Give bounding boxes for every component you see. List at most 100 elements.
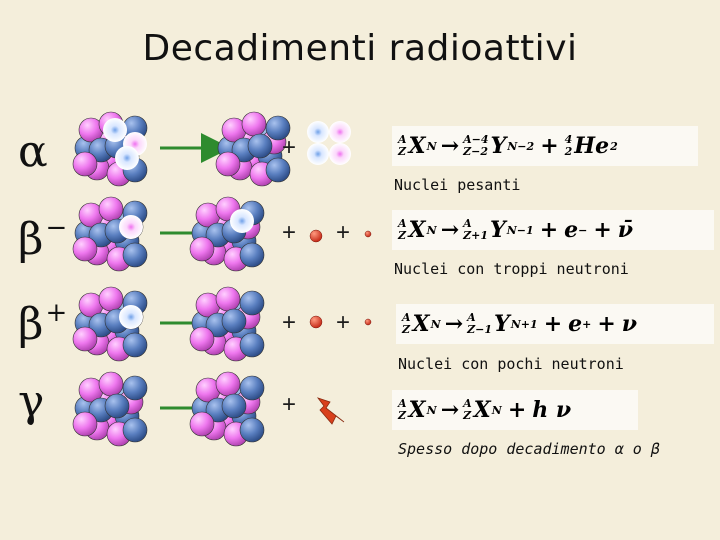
plus-sign: + [282, 309, 297, 336]
daughter-neutrons: N [491, 403, 502, 417]
neutron [104, 393, 130, 419]
neutron [265, 115, 291, 141]
helium-neutrons: 2 [610, 139, 618, 153]
emitting-neutron [103, 118, 127, 142]
gamma-symbol: γ [18, 376, 45, 427]
parent-element: X [408, 217, 426, 243]
proton [72, 236, 98, 262]
plus-sign: + [282, 391, 297, 418]
plus-sign: + [597, 311, 616, 337]
helium-element: He [574, 133, 610, 159]
lightning-icon [316, 397, 345, 425]
parent-element: X [408, 397, 426, 423]
emitting-neutron [230, 209, 254, 233]
beta-plus-caption: Nuclei con pochi neutroni [398, 355, 624, 373]
electron [309, 229, 323, 243]
daughter-nucleus [189, 286, 265, 362]
positron-symbol: e [568, 311, 583, 337]
antineutrino-symbol: ν̄ [617, 217, 634, 243]
neutron [221, 393, 247, 419]
daughter-neutrons: N−2 [507, 139, 535, 153]
excited-nucleus [72, 371, 148, 447]
neutron [239, 242, 265, 268]
neutrino-symbol: ν [621, 311, 638, 337]
photon-energy: h ν [532, 397, 572, 423]
parent-neutrons: N [426, 403, 437, 417]
daughter-element: Y [490, 217, 506, 243]
plus-sign: + [543, 311, 563, 337]
proton [98, 286, 124, 312]
plus-sign: + [507, 397, 527, 423]
daughter-element: Y [494, 311, 510, 337]
neutron [122, 332, 148, 358]
proton [215, 371, 241, 397]
proton [98, 371, 124, 397]
beta-plus-symbol: β+ [18, 298, 68, 350]
daughter-nucleus [215, 111, 291, 187]
electron-charge: − [578, 223, 588, 237]
beta-minus-symbol: β− [18, 213, 68, 265]
neutrino [364, 318, 372, 326]
alpha-particle-nucleon [307, 143, 329, 165]
emitting-neutron [119, 305, 143, 329]
parent-neutrons: N [426, 223, 437, 237]
parent-nucleus [72, 196, 148, 272]
reaction-arrow: → [440, 397, 460, 423]
daughter-element: Y [490, 133, 507, 159]
parent-element: X [412, 311, 430, 337]
page-title: Decadimenti radioattivi [142, 28, 578, 69]
neutron [239, 332, 265, 358]
proton [215, 286, 241, 312]
daughter-nucleus [189, 196, 265, 272]
reaction-arrow: → [440, 217, 460, 243]
alpha-caption: Nuclei pesanti [394, 176, 521, 194]
positron [309, 315, 323, 329]
proton [215, 151, 241, 177]
parent-neutrons: N [426, 139, 437, 153]
proton [189, 236, 215, 262]
neutron [239, 290, 265, 316]
neutron [265, 157, 291, 183]
emitting-neutron [115, 146, 139, 170]
electron-symbol: e [564, 217, 579, 243]
reaction-arrow: → [444, 311, 464, 337]
parent-nucleus [72, 286, 148, 362]
proton [72, 151, 98, 177]
daughter-element: X [473, 397, 491, 423]
proton [189, 411, 215, 437]
alpha-particle-nucleon [307, 121, 329, 143]
plus-sign: + [539, 217, 559, 243]
plus-sign: + [282, 219, 297, 246]
neutron [122, 242, 148, 268]
alpha-symbol: α [18, 126, 48, 177]
daughter-neutrons: N−1 [506, 223, 534, 237]
parent-nucleus [72, 111, 148, 187]
plus-sign: + [282, 134, 297, 161]
proton [241, 111, 267, 137]
plus-sign: + [540, 133, 559, 159]
reaction-arrow: → [440, 133, 460, 159]
antineutrino [364, 230, 372, 238]
plus-sign: + [593, 217, 612, 243]
beta-minus-caption: Nuclei con troppi neutroni [394, 260, 629, 278]
neutron [239, 417, 265, 443]
alpha-particle-nucleon [329, 121, 351, 143]
proton [72, 411, 98, 437]
neutron [122, 417, 148, 443]
neutron [239, 375, 265, 401]
ground-state-nucleus [189, 371, 265, 447]
positron-charge: + [582, 317, 592, 331]
alpha-particle-nucleon [329, 143, 351, 165]
